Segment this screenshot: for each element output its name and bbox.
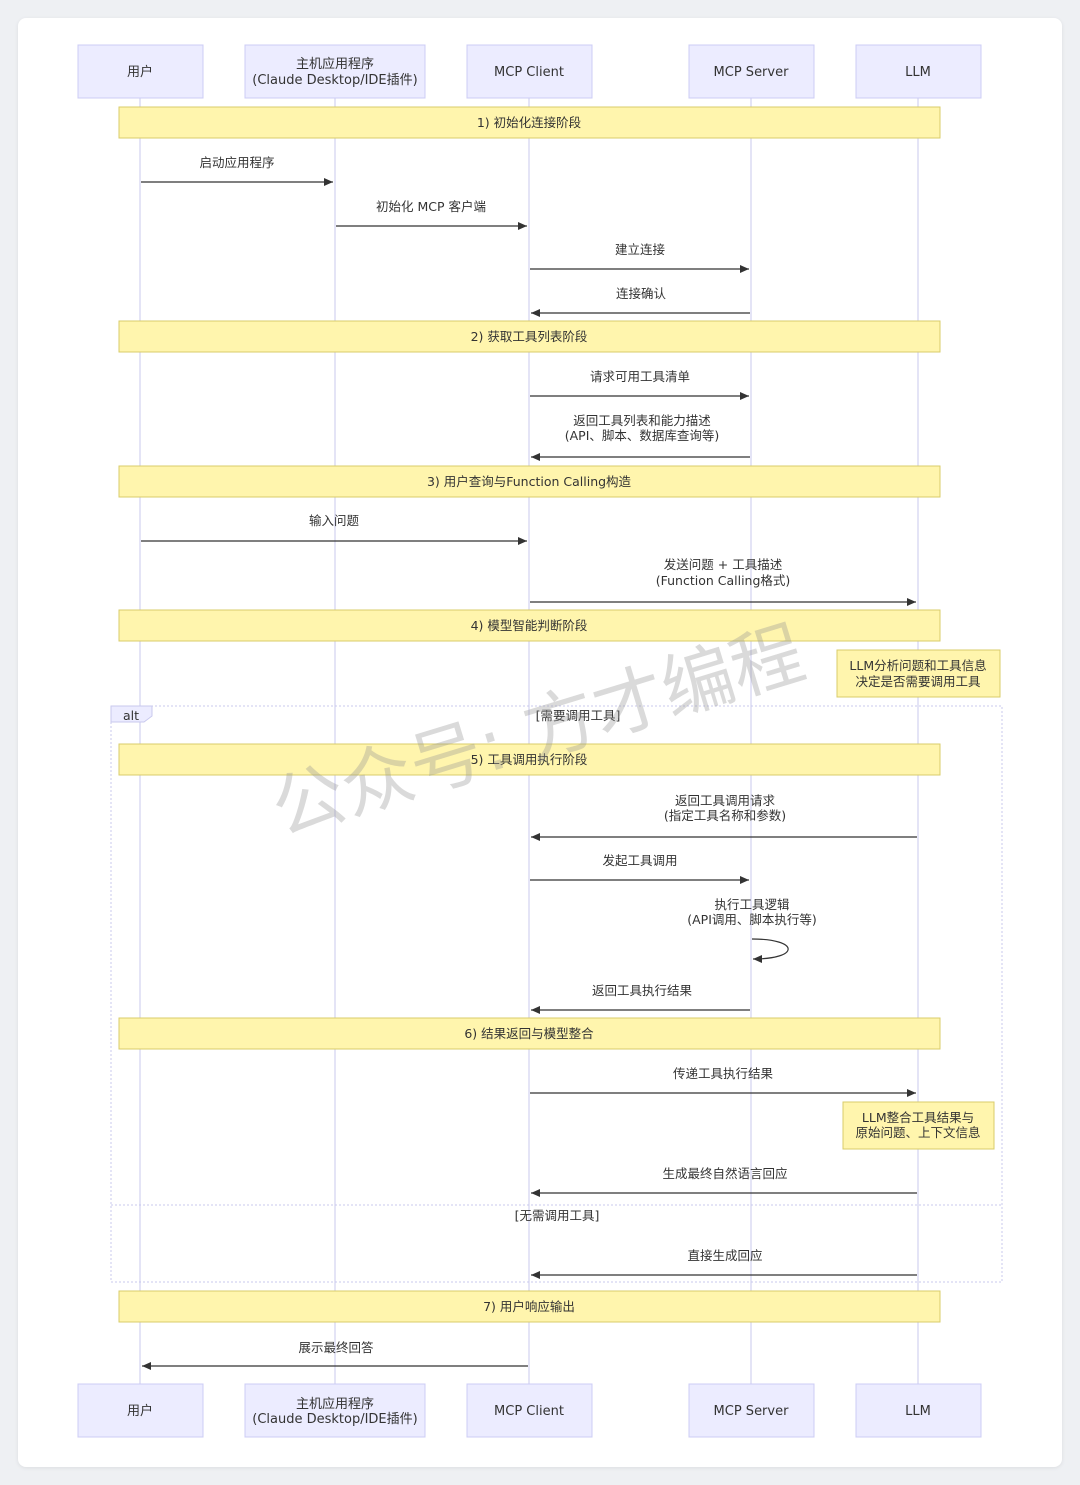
- message-label: 发起工具调用: [602, 853, 677, 868]
- message-10: 发起工具调用: [530, 853, 749, 884]
- message-8: 发送问题 + 工具描述 (Function Calling格式): [530, 557, 916, 606]
- message-label: 连接确认: [616, 286, 667, 301]
- message-5: 请求可用工具清单: [530, 369, 749, 400]
- participant-label: LLM: [905, 65, 931, 80]
- message-16: 展示最终回答: [142, 1340, 528, 1370]
- phase-6-label: 6) 结果返回与模型整合: [464, 1026, 594, 1041]
- message-6: 返回工具列表和能力描述 (API、脚本、数据库查询等): [531, 413, 750, 461]
- note-line: LLM整合工具结果与: [862, 1110, 974, 1125]
- message-label: 建立连接: [615, 242, 666, 257]
- message-label: 启动应用程序: [199, 155, 274, 170]
- alt-keyword: alt: [123, 708, 139, 723]
- message-12: 返回工具执行结果: [531, 983, 750, 1014]
- phase-5-label: 5) 工具调用执行阶段: [471, 752, 588, 767]
- phase-4-bar: 4) 模型智能判断阶段: [118, 609, 941, 642]
- phase-2-bar: 2) 获取工具列表阶段: [118, 320, 941, 353]
- message-label: 初始化 MCP 客户端: [376, 199, 486, 214]
- participant-label: MCP Server: [714, 65, 790, 80]
- participant-llm-bottom: LLM: [855, 1383, 982, 1438]
- phase-7-bar: 7) 用户响应输出: [118, 1290, 941, 1323]
- message-label: 展示最终回答: [298, 1340, 374, 1355]
- message-13: 传递工具执行结果: [530, 1066, 916, 1097]
- diagram-card: [18, 18, 1062, 1467]
- message-label: 执行工具逻辑: [714, 897, 789, 912]
- message-sublabel: (API调用、脚本执行等): [687, 912, 817, 927]
- message-3: 建立连接: [530, 242, 749, 273]
- participant-label: 主机应用程序: [296, 56, 374, 72]
- message-4: 连接确认: [531, 286, 750, 317]
- participant-server-bottom: MCP Server: [688, 1383, 815, 1438]
- participant-label: LLM: [905, 1404, 931, 1419]
- phase-4-label: 4) 模型智能判断阶段: [471, 618, 588, 633]
- message-label: 直接生成回应: [687, 1248, 762, 1263]
- phase-7-label: 7) 用户响应输出: [483, 1299, 575, 1314]
- participant-label: 用户: [127, 1403, 153, 1419]
- message-sublabel: (指定工具名称和参数): [664, 808, 786, 823]
- participant-user-top: 用户: [77, 44, 204, 99]
- message-15: 直接生成回应: [531, 1248, 917, 1279]
- participant-server-top: MCP Server: [688, 44, 815, 99]
- message-2: 初始化 MCP 客户端: [336, 199, 527, 230]
- phase-3-label: 3) 用户查询与Function Calling构造: [427, 474, 632, 489]
- participant-label: MCP Client: [494, 1404, 564, 1419]
- note-llm-analyze: LLM分析问题和工具信息 决定是否需要调用工具: [836, 649, 1001, 698]
- participant-host-top: 主机应用程序 (Claude Desktop/IDE插件): [244, 44, 426, 99]
- participant-label: 用户: [127, 64, 153, 80]
- phase-3-bar: 3) 用户查询与Function Calling构造: [118, 465, 941, 498]
- message-label: 返回工具列表和能力描述: [573, 413, 711, 428]
- participant-user-bottom: 用户: [77, 1383, 204, 1438]
- phase-1-label: 1) 初始化连接阶段: [477, 115, 581, 130]
- participant-label: MCP Server: [714, 1404, 790, 1419]
- alt-condition-1: [需要调用工具]: [536, 708, 621, 723]
- message-label: 生成最终自然语言回应: [662, 1166, 787, 1181]
- phase-1-bar: 1) 初始化连接阶段: [118, 106, 941, 139]
- message-sublabel: (API、脚本、数据库查询等): [565, 428, 720, 443]
- phase-6-bar: 6) 结果返回与模型整合: [118, 1017, 941, 1050]
- note-line: 原始问题、上下文信息: [855, 1125, 980, 1140]
- message-9: 返回工具调用请求 (指定工具名称和参数): [531, 793, 917, 841]
- lifelines: [139, 98, 919, 1384]
- message-14: 生成最终自然语言回应: [531, 1166, 917, 1197]
- participant-client-bottom: MCP Client: [466, 1383, 593, 1438]
- note-line: LLM分析问题和工具信息: [849, 658, 986, 673]
- message-label: 发送问题 + 工具描述: [664, 557, 783, 572]
- message-label: 请求可用工具清单: [590, 369, 690, 384]
- note-line: 决定是否需要调用工具: [855, 674, 981, 689]
- message-label: 输入问题: [309, 513, 360, 528]
- participant-client-top: MCP Client: [466, 44, 593, 99]
- message-1: 启动应用程序: [141, 155, 333, 186]
- message-sublabel: (Function Calling格式): [656, 573, 791, 588]
- message-label: 传递工具执行结果: [673, 1066, 774, 1081]
- alt-frame: alt [需要调用工具] [无需调用工具]: [110, 705, 1003, 1283]
- participant-llm-top: LLM: [855, 44, 982, 99]
- message-7: 输入问题: [141, 513, 527, 545]
- phase-2-label: 2) 获取工具列表阶段: [471, 329, 588, 344]
- phase-5-bar: 5) 工具调用执行阶段: [118, 743, 941, 776]
- participant-host-bottom: 主机应用程序 (Claude Desktop/IDE插件): [244, 1383, 426, 1438]
- participant-sublabel: (Claude Desktop/IDE插件): [252, 73, 417, 88]
- message-label: 返回工具执行结果: [592, 983, 693, 998]
- message-label: 返回工具调用请求: [675, 793, 776, 808]
- note-llm-integrate: LLM整合工具结果与 原始问题、上下文信息: [842, 1101, 995, 1150]
- participant-label: 主机应用程序: [296, 1396, 374, 1412]
- alt-condition-2: [无需调用工具]: [515, 1208, 600, 1223]
- message-11-self: 执行工具逻辑 (API调用、脚本执行等): [687, 897, 817, 963]
- participant-sublabel: (Claude Desktop/IDE插件): [252, 1412, 417, 1427]
- participant-label: MCP Client: [494, 65, 564, 80]
